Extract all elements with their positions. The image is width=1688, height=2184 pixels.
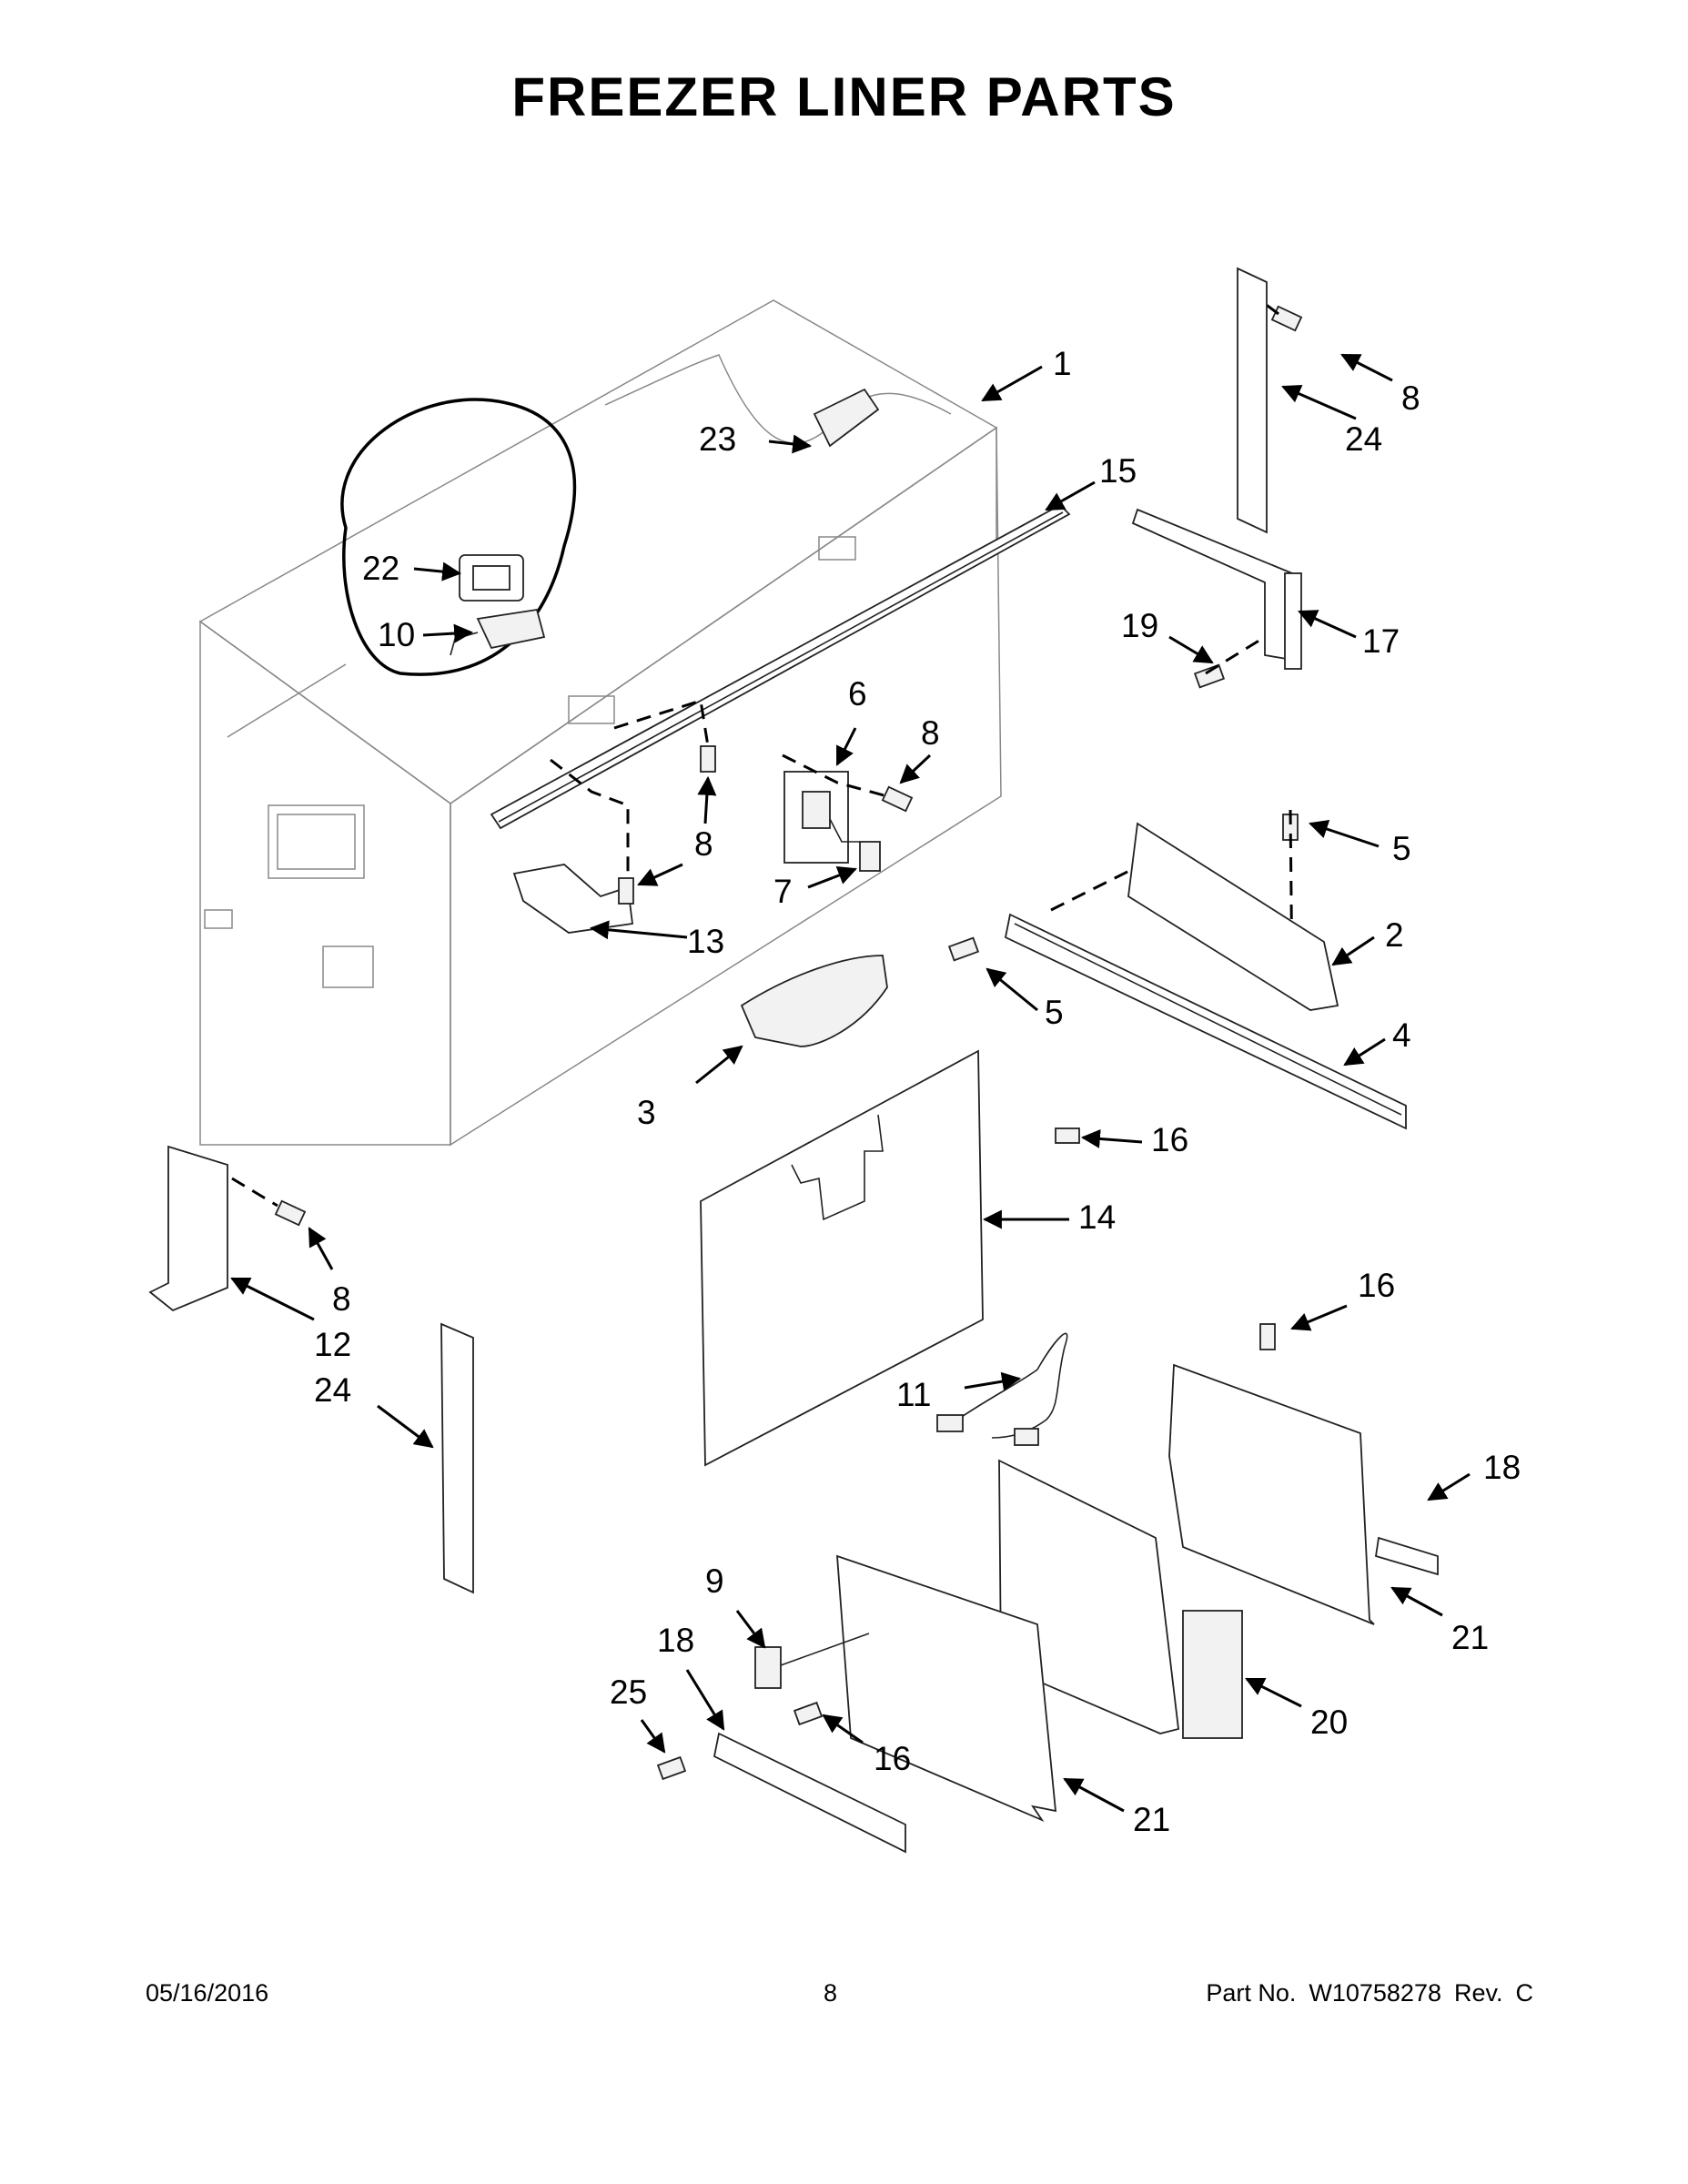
leader-arrows xyxy=(230,353,1471,1813)
part-17-flange xyxy=(1284,572,1302,670)
callout-22: 22 xyxy=(362,550,399,587)
part-21-lower-panel xyxy=(836,1554,1057,1823)
part-11-connector-a xyxy=(936,1414,964,1432)
callout-2: 2 xyxy=(1385,916,1404,954)
callout-10: 10 xyxy=(378,616,415,653)
part-18-lower-rail xyxy=(713,1732,906,1854)
part-6-and-7 xyxy=(783,771,881,872)
callout-24-left: 24 xyxy=(314,1371,351,1409)
callout-6: 6 xyxy=(848,675,867,713)
part-9-switch xyxy=(754,1646,782,1689)
callout-12: 12 xyxy=(314,1326,351,1363)
callout-4: 4 xyxy=(1392,1016,1411,1054)
part-3-handle xyxy=(740,955,888,1047)
part-21-upper-panel xyxy=(1168,1363,1375,1625)
callout-11: 11 xyxy=(896,1376,931,1413)
part-4-slide xyxy=(1004,913,1407,1130)
part-18-right-rail xyxy=(1374,1536,1439,1576)
callout-18-right: 18 xyxy=(1483,1449,1521,1486)
part-9-wire xyxy=(780,1633,870,1666)
part-20-block xyxy=(1182,1610,1243,1739)
part-11-connector-b xyxy=(1014,1428,1039,1446)
callout-25: 25 xyxy=(610,1673,647,1711)
callout-1: 1 xyxy=(1053,345,1072,382)
part-number: W10758278 xyxy=(1309,1979,1441,2007)
callout-16-upper: 16 xyxy=(1151,1121,1188,1158)
callout-8-lower: 8 xyxy=(694,825,713,863)
footer-page-number: 8 xyxy=(824,1979,838,2007)
fastener-dashed-lines xyxy=(231,298,1294,1208)
callout-labels: 1 23 15 22 10 8 24 19 17 6 8 8 7 13 5 2 … xyxy=(314,345,1521,1838)
callout-16-right: 16 xyxy=(1358,1267,1395,1304)
callout-3: 3 xyxy=(637,1094,656,1131)
callout-9: 9 xyxy=(705,1562,724,1600)
callout-7: 7 xyxy=(773,873,793,910)
page-title: FREEZER LINER PARTS xyxy=(511,66,1177,127)
callout-17: 17 xyxy=(1362,622,1400,660)
callout-8-center: 8 xyxy=(921,714,940,752)
part-23-shape xyxy=(813,388,880,448)
callout-15: 15 xyxy=(1099,452,1137,490)
circled-detail-group xyxy=(340,398,577,676)
callout-5-upper: 5 xyxy=(1392,830,1411,867)
part-label: Part No. xyxy=(1206,1979,1297,2007)
callout-18-lower: 18 xyxy=(657,1622,694,1659)
footer-date: 05/16/2016 xyxy=(146,1979,269,2007)
rev-label: Rev. xyxy=(1453,1979,1503,2007)
callout-20: 20 xyxy=(1310,1704,1348,1741)
callout-8-left: 8 xyxy=(332,1280,351,1318)
callout-13: 13 xyxy=(687,923,724,960)
part-24-top-strip xyxy=(1237,267,1268,534)
part-15-rail xyxy=(490,503,1071,830)
part-14-cutout xyxy=(791,1114,884,1221)
callout-19: 19 xyxy=(1121,607,1158,644)
part-14-panel xyxy=(700,1049,984,1467)
part-2-bracket xyxy=(1127,822,1339,1011)
freezer-liner-cabinet xyxy=(198,299,1002,1147)
callout-23: 23 xyxy=(699,420,736,458)
rev-value: C xyxy=(1515,1979,1534,2007)
callout-8-top-right: 8 xyxy=(1401,379,1420,417)
callout-21-upper: 21 xyxy=(1451,1619,1489,1656)
part-11-harness xyxy=(950,1332,1068,1439)
callout-5-lower: 5 xyxy=(1045,994,1064,1031)
callout-24-top: 24 xyxy=(1345,420,1382,458)
callout-16-lower: 16 xyxy=(874,1740,911,1777)
sensor-part xyxy=(476,608,546,650)
callout-21-lower: 21 xyxy=(1133,1801,1170,1838)
part-13-shape xyxy=(512,864,634,934)
callout-14: 14 xyxy=(1078,1198,1116,1236)
part-24-left-strip xyxy=(440,1322,474,1594)
part-12-bracket xyxy=(148,1145,228,1312)
footer-part-number: Part No. W10758278 Rev. C xyxy=(1206,1979,1533,2007)
screw-shapes xyxy=(274,305,1303,1781)
